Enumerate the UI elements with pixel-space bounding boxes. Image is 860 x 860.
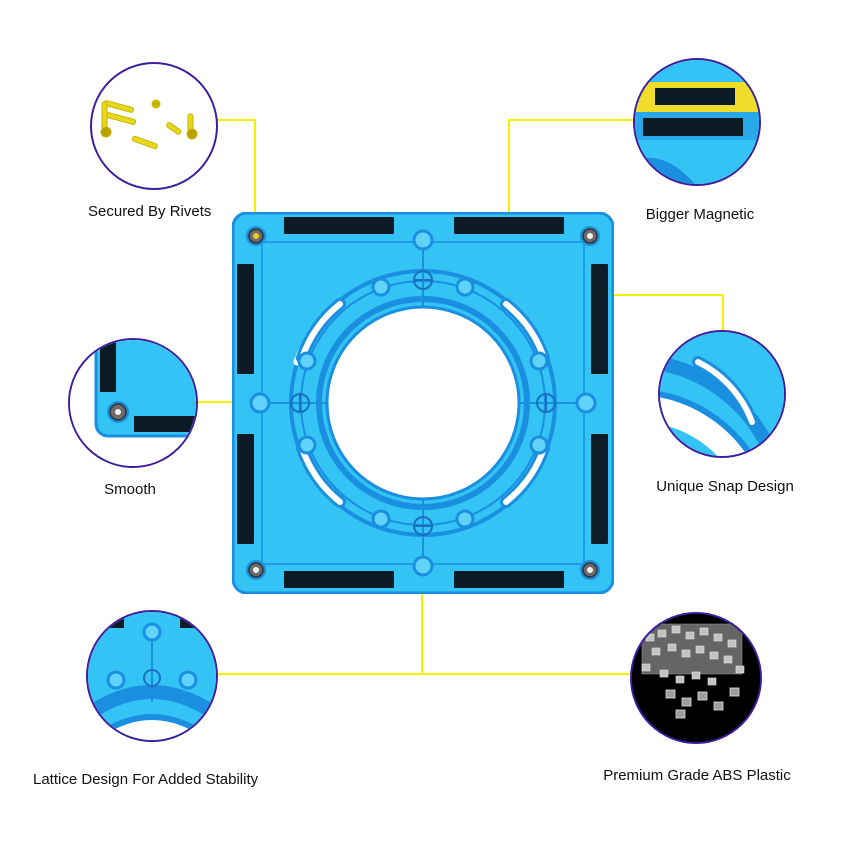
feature-label-lattice: Lattice Design For Added Stability [33, 771, 259, 788]
lattice-detail-bubble [86, 610, 218, 742]
smooth-corner-icon [70, 340, 196, 466]
smooth-detail-bubble [68, 338, 198, 468]
abs-pellets-icon [632, 614, 760, 742]
feature-label-rivets: Secured By Rivets [88, 203, 212, 220]
rivets-detail-bubble [90, 62, 218, 190]
magnetic-tile [232, 212, 614, 594]
magnet-closeup-icon [635, 60, 759, 184]
abs-detail-bubble [630, 612, 762, 744]
snap-detail-bubble [658, 330, 786, 458]
feature-label-abs: Premium Grade ABS Plastic [603, 767, 791, 784]
feature-label-magnetic: Bigger Magnetic [645, 206, 755, 223]
lattice-icon [88, 612, 216, 740]
rivets-icon [100, 99, 198, 150]
feature-label-snap: Unique Snap Design [656, 478, 794, 495]
feature-label-smooth: Smooth [104, 481, 156, 498]
snap-arc-icon [660, 332, 784, 456]
magnetic-detail-bubble [633, 58, 761, 186]
